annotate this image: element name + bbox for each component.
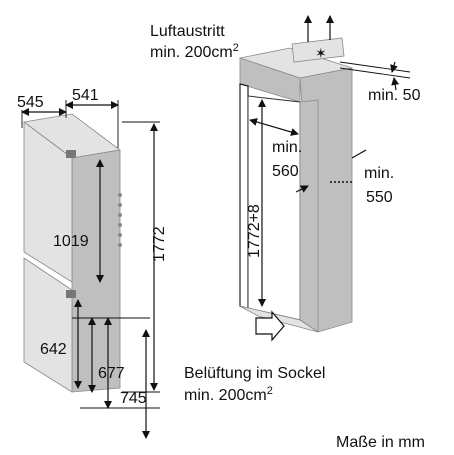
lower-dimensions: 642 677 745 <box>40 299 160 439</box>
vent-star-icon: ✶ <box>315 46 327 62</box>
air-in-arrow-icon <box>255 310 285 342</box>
label-min-50: min. 50 <box>368 87 421 104</box>
min-560-dimension <box>249 118 309 193</box>
appliance-door-lower <box>23 257 73 393</box>
niche-drawing: ✶ <box>238 37 353 333</box>
label-min-560-b: 560 <box>272 163 299 180</box>
label-min-550-a: min. <box>364 165 394 182</box>
hinge-top <box>66 150 76 158</box>
min-50-dimension <box>339 61 411 91</box>
air-in-title: Belüftung im Sockel <box>184 365 325 382</box>
niche-left-wall <box>239 83 249 311</box>
dim-niche-height: 1772+8 <box>246 204 263 258</box>
air-out-title: Luftaustritt <box>150 23 225 40</box>
dim-545: 545 <box>17 94 44 111</box>
hinge-bottom <box>66 290 76 298</box>
label-min-550-b: 550 <box>366 189 393 206</box>
top-vent <box>291 37 345 63</box>
dim-642: 642 <box>40 341 67 358</box>
dim-1019: 1019 <box>53 233 89 250</box>
air-in-value: min. 200cm2 <box>184 385 273 404</box>
height-1019-dimension: 1019 <box>53 159 104 283</box>
vent-dots <box>118 193 122 247</box>
min-550-dimension <box>330 149 367 183</box>
air-in-arrow <box>255 310 285 342</box>
niche-base <box>239 305 319 333</box>
air-out-arrows <box>304 15 334 42</box>
dim-677: 677 <box>98 365 125 382</box>
label-min-560-a: min. <box>272 139 302 156</box>
units-note: Maße in mm <box>336 434 425 451</box>
appliance-drawing <box>23 113 122 393</box>
height-1772-dimension: 1772 <box>122 121 168 393</box>
dim-1772: 1772 <box>151 226 168 262</box>
appliance-door-upper <box>23 121 73 283</box>
width-dimensions: 545 541 <box>17 87 119 148</box>
air-out-value: min. 200cm2 <box>150 42 239 61</box>
dim-745: 745 <box>120 390 147 407</box>
dim-541: 541 <box>72 87 99 104</box>
appliance-side <box>71 149 121 393</box>
niche-inner-wall <box>299 99 319 333</box>
